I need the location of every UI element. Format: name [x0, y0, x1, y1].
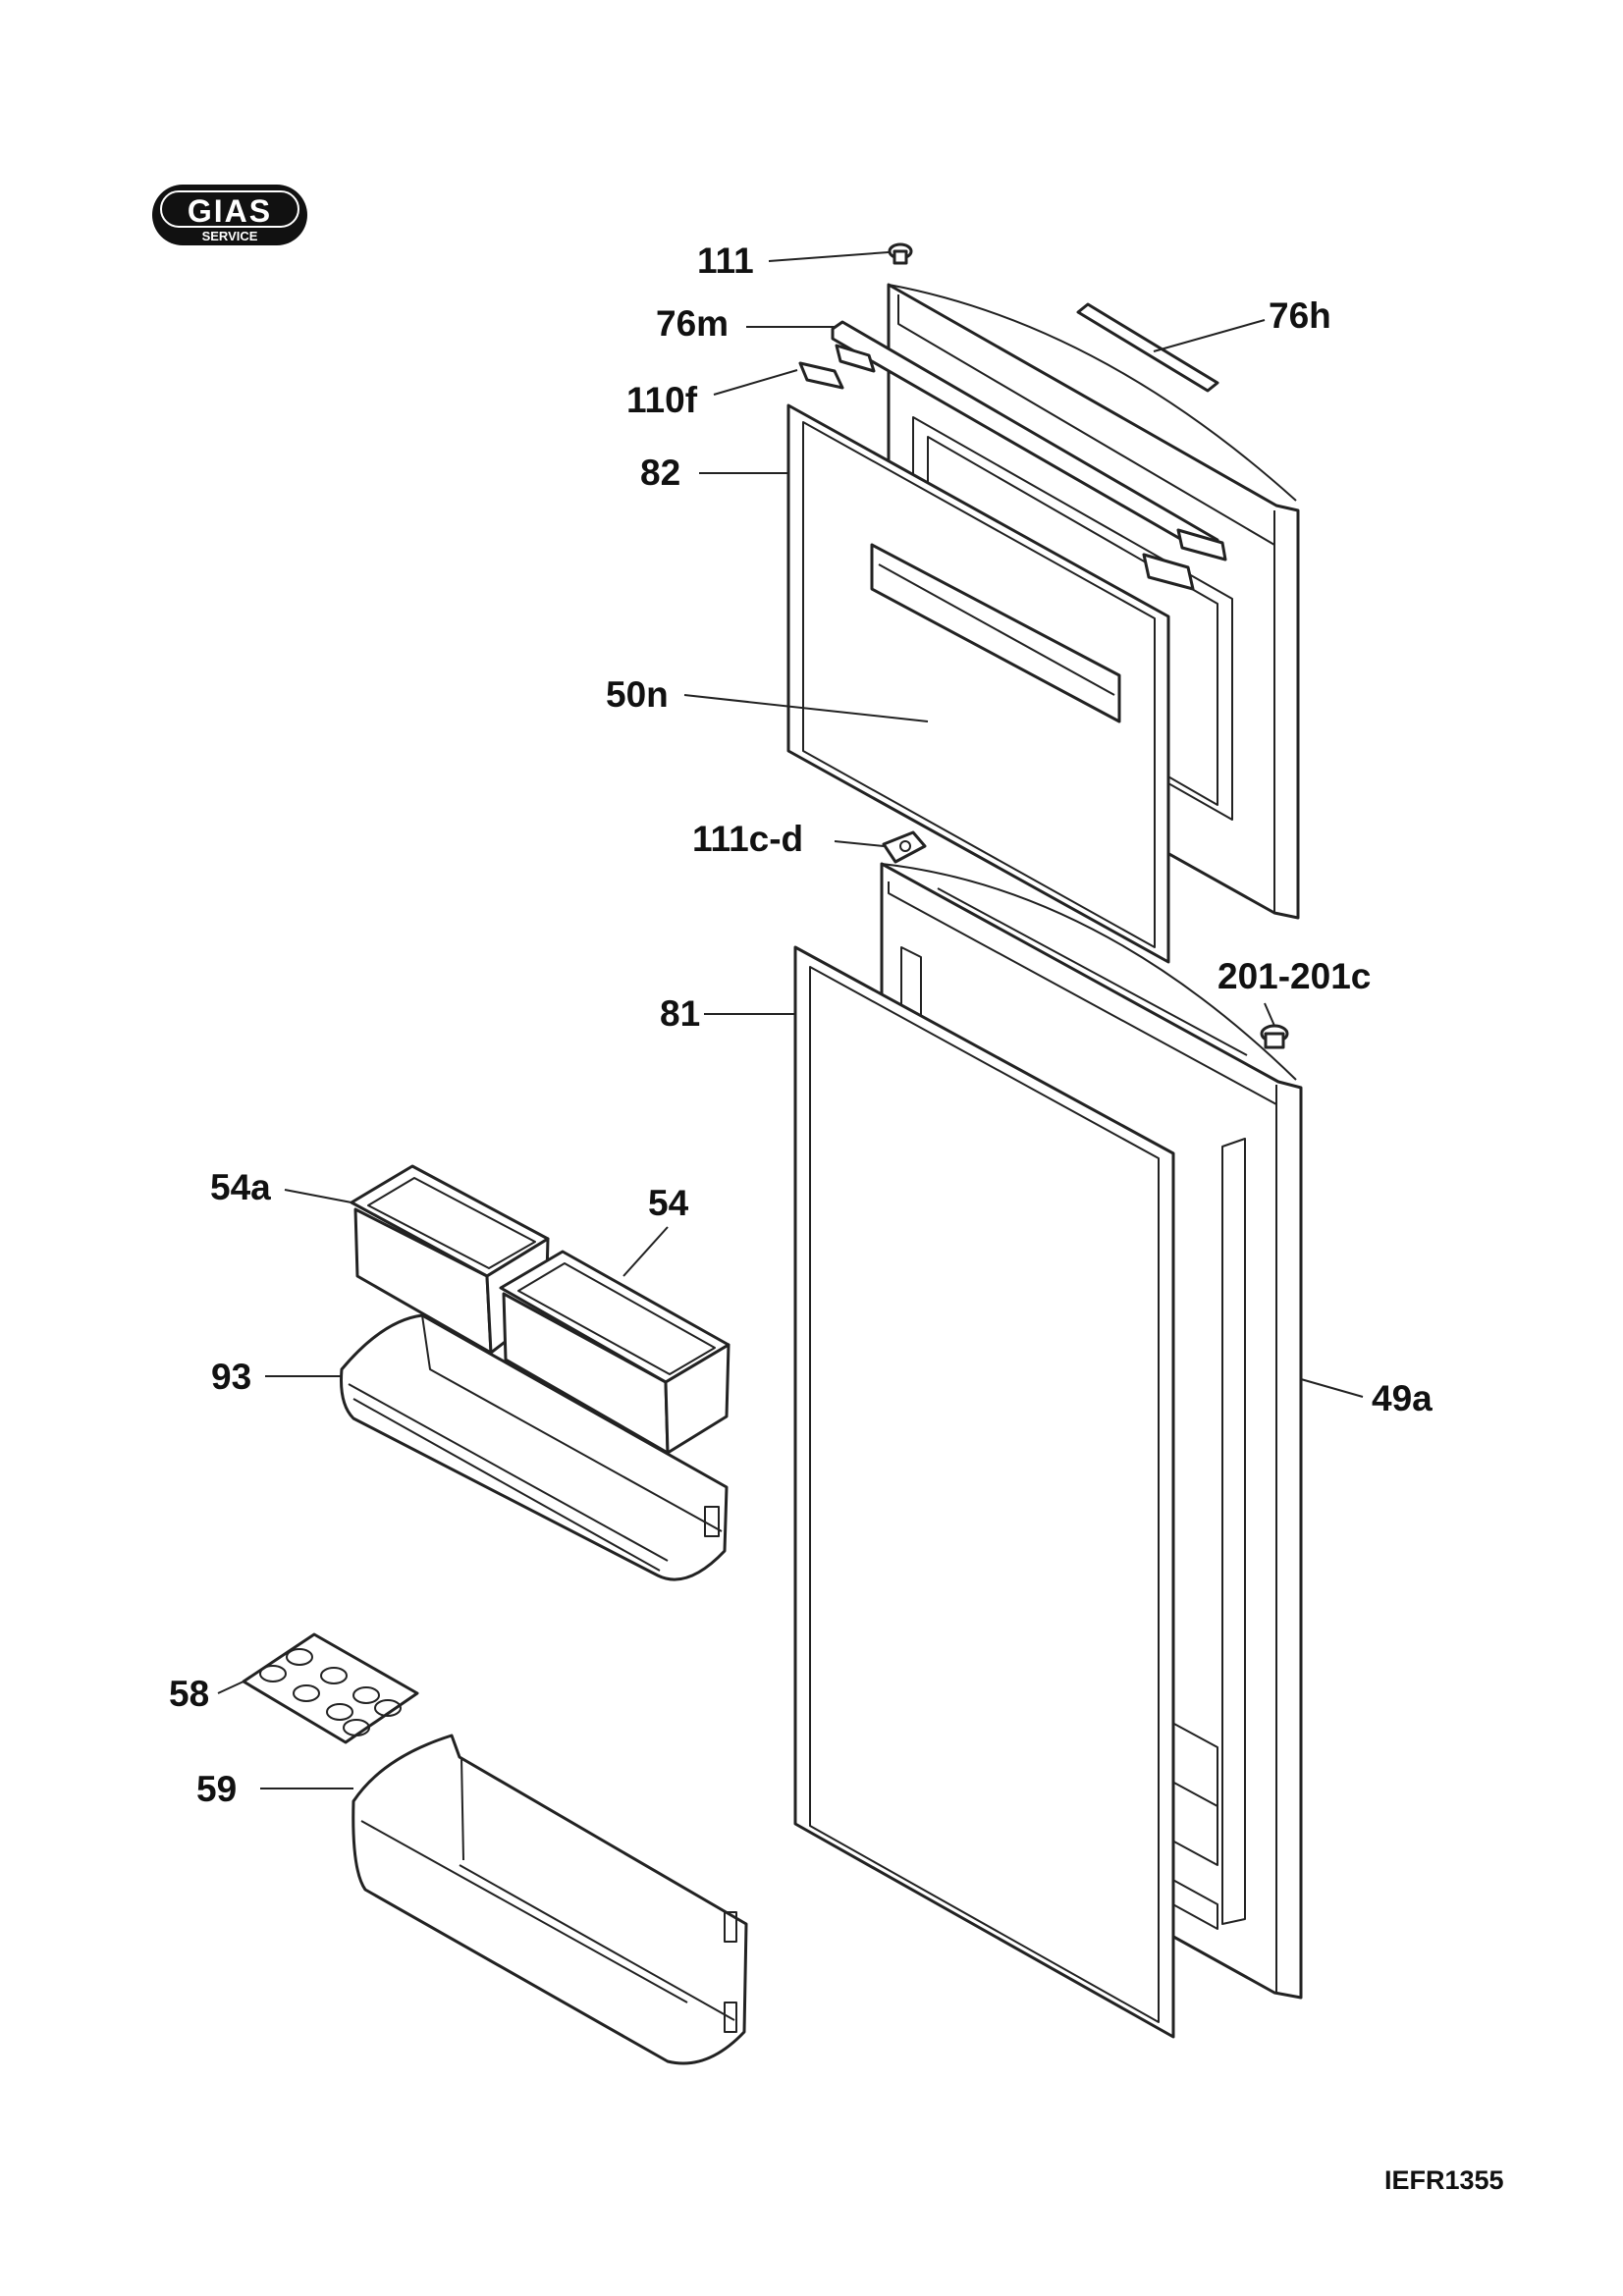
bottle-door-shelf — [352, 1734, 748, 2065]
callout-49a: 49a — [1372, 1378, 1433, 1418]
logo-subtitle-text: SERVICE — [202, 229, 258, 243]
leader-49a — [1300, 1378, 1364, 1398]
leader-110f — [713, 369, 798, 396]
leader-lines — [217, 251, 1364, 1789]
freezer-door-gasket — [786, 403, 1170, 964]
callout-50n: 50n — [606, 674, 669, 715]
leader-111 — [768, 251, 890, 262]
callout-93: 93 — [211, 1357, 251, 1397]
callout-82: 82 — [640, 453, 680, 493]
leader-111c-d — [834, 840, 885, 847]
freezer-shelf-bar — [870, 543, 1121, 723]
callout-54: 54 — [648, 1183, 689, 1223]
callout-76m: 76m — [656, 303, 729, 344]
drawing-code: IEFR1355 — [1384, 2165, 1504, 2195]
small-bin-right — [499, 1250, 730, 1455]
callout-76h: 76h — [1269, 295, 1331, 336]
top-right-button — [1260, 1024, 1289, 1049]
egg-tray-cups — [259, 1648, 402, 1736]
leader-50n — [683, 694, 929, 722]
callout-110f: 110f — [626, 380, 698, 420]
leader-54a — [284, 1189, 352, 1203]
egg-tray — [242, 1632, 419, 1744]
logo-brand-text: GIAS — [188, 193, 272, 229]
callout-59: 59 — [196, 1769, 237, 1809]
long-door-shelf — [340, 1313, 729, 1581]
brand-logo: GIAS SERVICE — [152, 185, 307, 245]
callout-81: 81 — [660, 993, 700, 1034]
callout-111: 111 — [697, 240, 754, 281]
fridge-door-gasket — [793, 945, 1175, 2039]
leader-58 — [217, 1681, 244, 1694]
leader-76h — [1153, 319, 1266, 352]
callout-58: 58 — [169, 1674, 209, 1714]
callout-54a: 54a — [210, 1167, 271, 1207]
callout-201-201c: 201-201c — [1217, 956, 1371, 996]
callout-labels: 111 76h 76m 110f 82 50n 111c-d 201-201c … — [169, 240, 1433, 1809]
top-hinge-pin — [888, 242, 913, 265]
small-pads — [798, 344, 1227, 591]
middle-hinge-bracket — [882, 830, 927, 864]
leader-201-201c — [1264, 1002, 1275, 1027]
leader-54 — [622, 1226, 669, 1277]
top-trim-strip — [1076, 302, 1219, 393]
callout-111c-d: 111c-d — [692, 819, 803, 859]
